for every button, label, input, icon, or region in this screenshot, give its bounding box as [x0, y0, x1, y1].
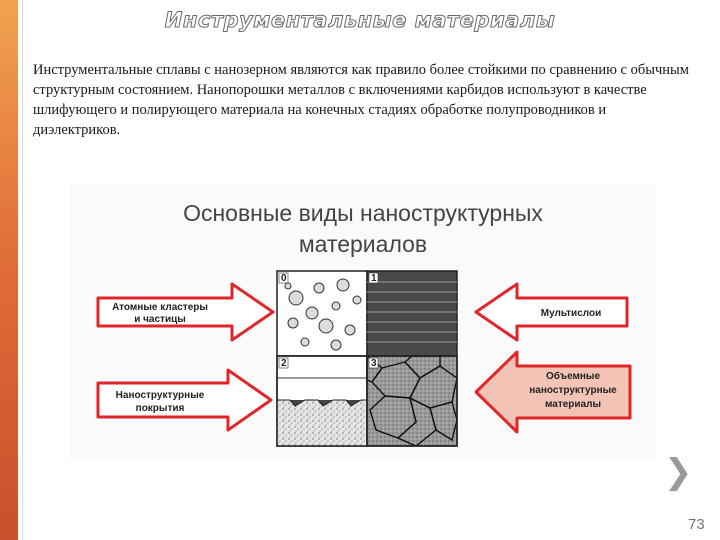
chevron-right-icon[interactable]: ❯ — [664, 452, 693, 492]
arrow-clusters: Атомные кластеры и частицы — [98, 284, 273, 340]
label-coatings-line-2: покрытия — [136, 403, 185, 414]
label-bulk-line-1: Объемные — [546, 370, 601, 382]
quadrant-number-3: 3 — [371, 358, 377, 369]
label-coatings-line-1: Наноструктурные — [116, 390, 205, 401]
label-clusters-line-2: и частицы — [134, 314, 186, 325]
label-clusters-line-1: Атомные кластеры — [112, 302, 208, 313]
arrow-bulk: Объемные наноструктурные материалы — [476, 352, 630, 432]
arrow-multilayers: Мультислои — [476, 284, 627, 340]
quadrant-number-1: 1 — [371, 273, 377, 284]
label-bulk-line-2: наноструктурные — [529, 385, 617, 396]
quadrant-clusters — [277, 271, 367, 356]
quadrant-coatings — [277, 356, 367, 446]
quadrant-number-0: 0 — [281, 273, 287, 284]
page-number: 73 — [688, 516, 705, 533]
quadrant-number-2: 2 — [281, 358, 287, 369]
quadrant-bulk — [367, 356, 457, 446]
quadrant-multilayers — [367, 271, 457, 356]
label-bulk-line-3: материалы — [545, 399, 601, 410]
arrow-coatings: Наноструктурные покрытия — [98, 370, 271, 430]
label-multilayers: Мультислои — [541, 308, 601, 319]
